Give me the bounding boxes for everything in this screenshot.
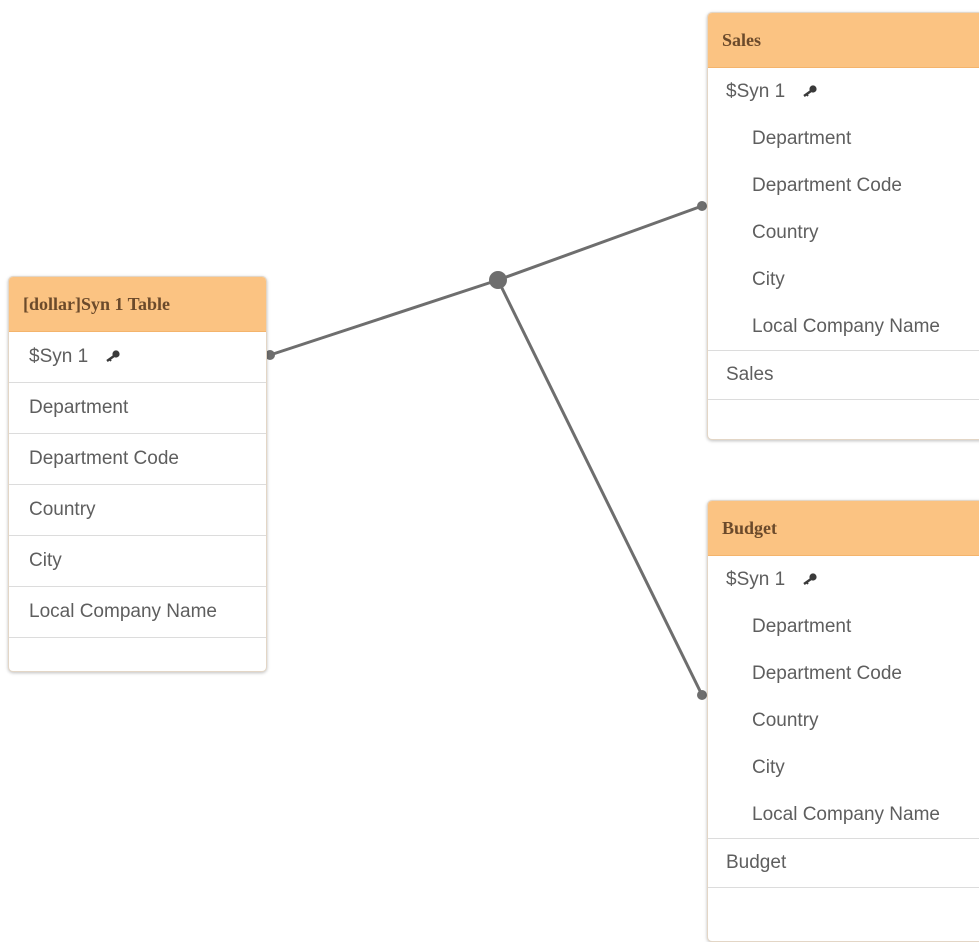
budget-field-budget[interactable]: Budget xyxy=(708,839,979,888)
key-field-label: $Syn 1 xyxy=(726,569,786,590)
budget-table-card[interactable]: Budget $Syn 1 Department Department Code… xyxy=(707,500,979,942)
budget-key-field[interactable]: $Syn 1 xyxy=(708,556,979,603)
sales-synthetic-key-group: $Syn 1 Department Department Code Countr… xyxy=(708,68,979,351)
key-icon xyxy=(105,332,121,382)
syn-table-title[interactable]: [dollar]Syn 1 Table xyxy=(9,277,266,332)
sales-connector-dot xyxy=(697,201,707,211)
syn-table-field-country[interactable]: Country xyxy=(9,485,266,536)
link-hub-to-sales xyxy=(497,204,703,282)
sales-field-city[interactable]: City xyxy=(752,269,785,290)
sales-table-card[interactable]: Sales $Syn 1 Department Department Code … xyxy=(707,12,979,440)
sales-field-local-company-name[interactable]: Local Company Name xyxy=(752,316,940,337)
left-table-connector-dot xyxy=(265,350,275,360)
key-field-label: $Syn 1 xyxy=(726,81,786,102)
syn-table-field-local-company-name[interactable]: Local Company Name xyxy=(9,587,266,638)
syn-table-field-department-code[interactable]: Department Code xyxy=(9,434,266,485)
sales-table-title[interactable]: Sales xyxy=(708,13,979,68)
key-icon xyxy=(802,68,818,115)
sales-field-department-code[interactable]: Department Code xyxy=(752,175,902,196)
key-icon xyxy=(802,556,818,603)
syn-table-field-department[interactable]: Department xyxy=(9,383,266,434)
budget-field-local-company-name[interactable]: Local Company Name xyxy=(752,804,940,825)
association-links xyxy=(265,201,707,700)
budget-field-department[interactable]: Department xyxy=(752,616,852,637)
syn-table-footer xyxy=(9,638,266,671)
sales-field-department[interactable]: Department xyxy=(752,128,852,149)
budget-table-title[interactable]: Budget xyxy=(708,501,979,556)
link-left-to-hub xyxy=(269,278,499,357)
link-hub-to-budget xyxy=(496,279,704,696)
sales-table-footer xyxy=(708,400,979,434)
budget-table-footer xyxy=(708,888,979,922)
sales-key-field[interactable]: $Syn 1 xyxy=(708,68,979,115)
key-field-label: $Syn 1 xyxy=(29,346,89,368)
syn-table-key-field[interactable]: $Syn 1 xyxy=(9,332,266,383)
association-hub-node[interactable] xyxy=(489,271,507,289)
sales-field-country[interactable]: Country xyxy=(752,222,819,243)
budget-field-department-code[interactable]: Department Code xyxy=(752,663,902,684)
budget-field-city[interactable]: City xyxy=(752,757,785,778)
budget-synthetic-key-group: $Syn 1 Department Department Code Countr… xyxy=(708,556,979,839)
budget-field-country[interactable]: Country xyxy=(752,710,819,731)
sales-field-sales[interactable]: Sales xyxy=(708,351,979,400)
budget-connector-dot xyxy=(697,690,707,700)
syn-table-card[interactable]: [dollar]Syn 1 Table $Syn 1 Department De… xyxy=(8,276,267,672)
syn-table-field-city[interactable]: City xyxy=(9,536,266,587)
